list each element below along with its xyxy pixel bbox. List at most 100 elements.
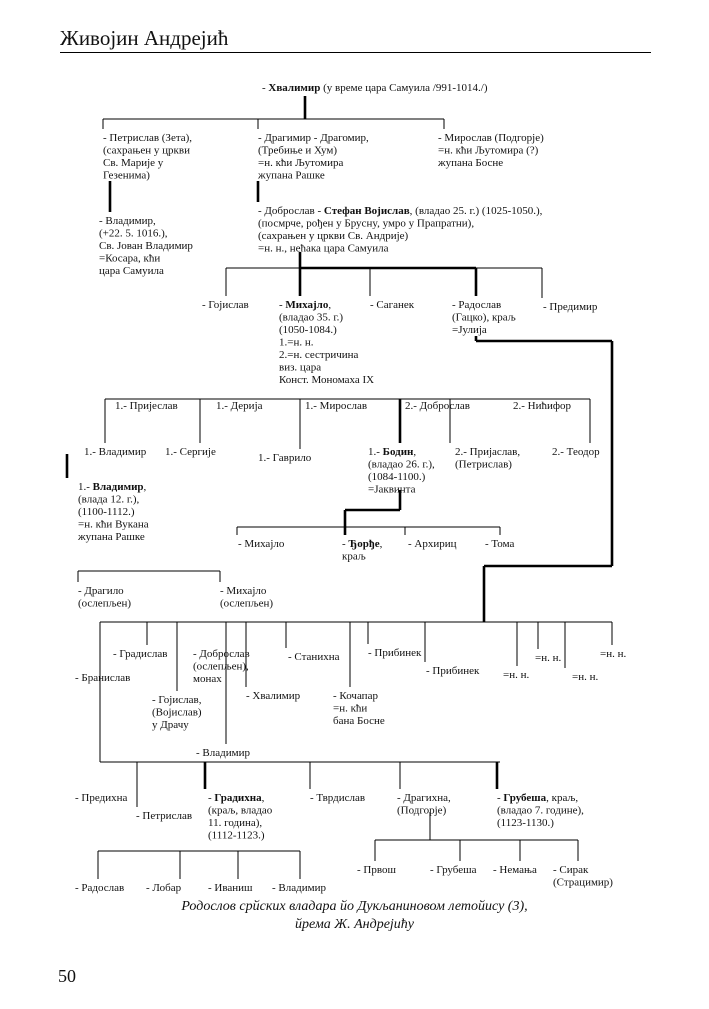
person-label-line: 2.- Пријаслав, bbox=[455, 446, 520, 458]
person-nn-4: =н. н. bbox=[600, 648, 626, 660]
person-label-line: 1.- Мирослав bbox=[305, 400, 367, 412]
person-gavrilo: 1.- Гаврило bbox=[258, 452, 312, 464]
person-label-line: жупана Рашке bbox=[77, 531, 145, 543]
person-petrislav-zeta: - Петрислав (Зета),(сахрањен у црквиСв. … bbox=[103, 132, 192, 182]
person-label-line: 1.- Гаврило bbox=[258, 452, 312, 464]
person-gojislav-1: - Гојислав bbox=[202, 299, 249, 311]
person-mihajlo: - Михајло,(владао 35. г.)(1050-1084.)1.=… bbox=[279, 299, 374, 386]
page-number: 50 bbox=[58, 966, 76, 986]
person-label-line: (Подгорје) bbox=[397, 805, 447, 817]
person-label-line: жупана Рашке bbox=[257, 170, 325, 182]
person-label-line: =н. н. bbox=[572, 671, 598, 683]
person-label-line: - Грубеша bbox=[430, 864, 477, 876]
person-label-line: Конст. Мономаха IX bbox=[279, 374, 374, 386]
person-vladimir-1: 1.- Владимир bbox=[84, 446, 147, 458]
person-nn-3: =н. н. bbox=[572, 671, 598, 683]
person-teodor: 2.- Теодор bbox=[552, 446, 600, 458]
person-prvos: - Првош bbox=[357, 864, 396, 876]
person-label-line: жупана Босне bbox=[437, 157, 503, 169]
person-vladimir-3: - Владимир bbox=[196, 747, 250, 759]
person-label-line: (1050-1084.) bbox=[279, 324, 337, 336]
person-label-line: краљ bbox=[342, 551, 366, 563]
person-label-line: =н. кћи Љутомира bbox=[258, 157, 343, 169]
person-label-line: - Саганек bbox=[370, 299, 415, 311]
person-label-line: =н. н. bbox=[600, 648, 626, 660]
person-label-line: - Архириц bbox=[408, 538, 457, 550]
person-label-line: (краљ, владао bbox=[208, 805, 273, 817]
person-label-line: (владао 26. г.), bbox=[368, 459, 435, 471]
person-derija: 1.- Дерија bbox=[216, 400, 263, 412]
person-label-line: Св. Јован Владимир bbox=[99, 240, 193, 252]
person-draghna: - Драгихна,(Подгорје) bbox=[397, 792, 451, 817]
person-dragimir: - Драгимир - Драгомир,(Требиње и Хум)=н.… bbox=[257, 132, 369, 182]
person-label-line: - Радослав bbox=[75, 882, 124, 894]
person-label-line: =н. кћи Љутомира (?) bbox=[438, 145, 539, 157]
person-label-line: - Немања bbox=[493, 864, 537, 876]
person-label-line: - Владимир, bbox=[99, 215, 156, 227]
person-djordje: - Ђорђе,краљ bbox=[342, 538, 383, 563]
person-label-line: бана Босне bbox=[333, 715, 385, 727]
person-bodin: 1.- Бодин,(владао 26. г.),(1084-1100.)=Ј… bbox=[368, 446, 435, 496]
person-pribinek-1: - Прибинек bbox=[368, 647, 422, 659]
person-label-line: - Владимир bbox=[272, 882, 326, 894]
person-toma: - Тома bbox=[485, 538, 514, 550]
person-label-line: (посмрче, рођен у Бруснy, умро у Прапрат… bbox=[258, 218, 474, 230]
person-label-line: - Драгило bbox=[78, 585, 124, 597]
person-label-line: =н. н. bbox=[503, 669, 529, 681]
person-label-line: - Ђорђе, bbox=[342, 538, 383, 550]
person-label-line: - Гојислав, bbox=[152, 694, 202, 706]
person-label-line: 1.- Сергије bbox=[165, 446, 216, 458]
caption-line-1: Родослов срйских владара йо Дукљаниновом… bbox=[181, 899, 528, 914]
person-miroslav-2: 1.- Мирослав bbox=[305, 400, 367, 412]
person-label-line: - Тврдислав bbox=[310, 792, 365, 804]
person-gojislav-2: - Гојислав,(Војислав)у Драчу bbox=[152, 694, 202, 731]
person-label-line: (1112-1123.) bbox=[208, 830, 265, 842]
person-vladimir-saint: - Владимир,(+22. 5. 1016.),Св. Јован Вла… bbox=[99, 215, 193, 277]
person-label-line: 11. година), bbox=[208, 817, 262, 829]
person-label-line: =н. кћи bbox=[333, 703, 367, 715]
person-label-line: - Лобар bbox=[146, 882, 182, 894]
person-label-line: 1.- Пријеслав bbox=[115, 400, 178, 412]
person-label-line: - Грубеша, краљ, bbox=[497, 792, 578, 804]
person-label-line: - Станихна bbox=[288, 651, 340, 663]
person-label-line: - Мирослав (Подгорје) bbox=[438, 132, 544, 144]
person-mihajlo-2: - Михајло bbox=[238, 538, 285, 550]
person-label-line: (влада 12. г.), bbox=[78, 494, 139, 506]
person-label-line: 2.- Нићифор bbox=[513, 400, 572, 412]
person-label-line: Св. Марије у bbox=[103, 157, 164, 169]
person-grubesa-2: - Грубеша bbox=[430, 864, 477, 876]
person-label-line: (владао 7. године), bbox=[497, 805, 584, 817]
person-label-line: (1100-1112.) bbox=[78, 506, 135, 518]
person-label-line: - Градихна, bbox=[208, 792, 265, 804]
header-rule bbox=[60, 52, 651, 53]
person-radoslav-2: - Радослав bbox=[75, 882, 124, 894]
person-hvalimir: - Хвалимир (у време цара Самуила /991-10… bbox=[262, 82, 488, 94]
person-label-line: 2.- Доброслав bbox=[405, 400, 470, 412]
person-dragilo: - Драгило(ослепљен) bbox=[78, 585, 131, 610]
person-label-line: (Требиње и Хум) bbox=[258, 145, 337, 157]
person-label-line: 1.- Владимир, bbox=[78, 481, 147, 493]
person-stanihna: - Станихна bbox=[288, 651, 340, 663]
person-label-line: - Сирак bbox=[553, 864, 589, 876]
person-sirak: - Сирак(Страцимир) bbox=[553, 864, 613, 889]
person-label-line: =Јулија bbox=[452, 324, 487, 336]
person-label-line: (Петрислав) bbox=[455, 459, 512, 471]
person-label-line: - Првош bbox=[357, 864, 396, 876]
person-predimir: - Предимир bbox=[543, 301, 598, 313]
person-label-line: монах bbox=[193, 673, 222, 685]
person-dobroslav-2: 2.- Доброслав bbox=[405, 400, 470, 412]
person-label-line: - Хвалимир (у време цара Самуила /991-10… bbox=[262, 82, 488, 94]
person-label-line: (ослепљен) bbox=[220, 598, 273, 610]
person-label-line: - Владимир bbox=[196, 747, 250, 759]
person-nemanja: - Немања bbox=[493, 864, 537, 876]
person-label-line: =н. н., нећака цара Самуила bbox=[258, 243, 389, 255]
person-label-line: - Михајло bbox=[238, 538, 285, 550]
person-label-line: =н. н. bbox=[535, 652, 561, 664]
person-mihajlo-3: - Михајло(ослепљен) bbox=[220, 585, 273, 610]
person-label-line: (Гацко), краљ bbox=[452, 312, 516, 324]
person-label-line: (сахрањен у цркви Св. Андрије) bbox=[258, 230, 409, 242]
person-stefan-vojislav: - Доброслав - Стефан Војислав, (владао 2… bbox=[258, 205, 543, 255]
person-label-line: - Бранислав bbox=[75, 672, 130, 684]
